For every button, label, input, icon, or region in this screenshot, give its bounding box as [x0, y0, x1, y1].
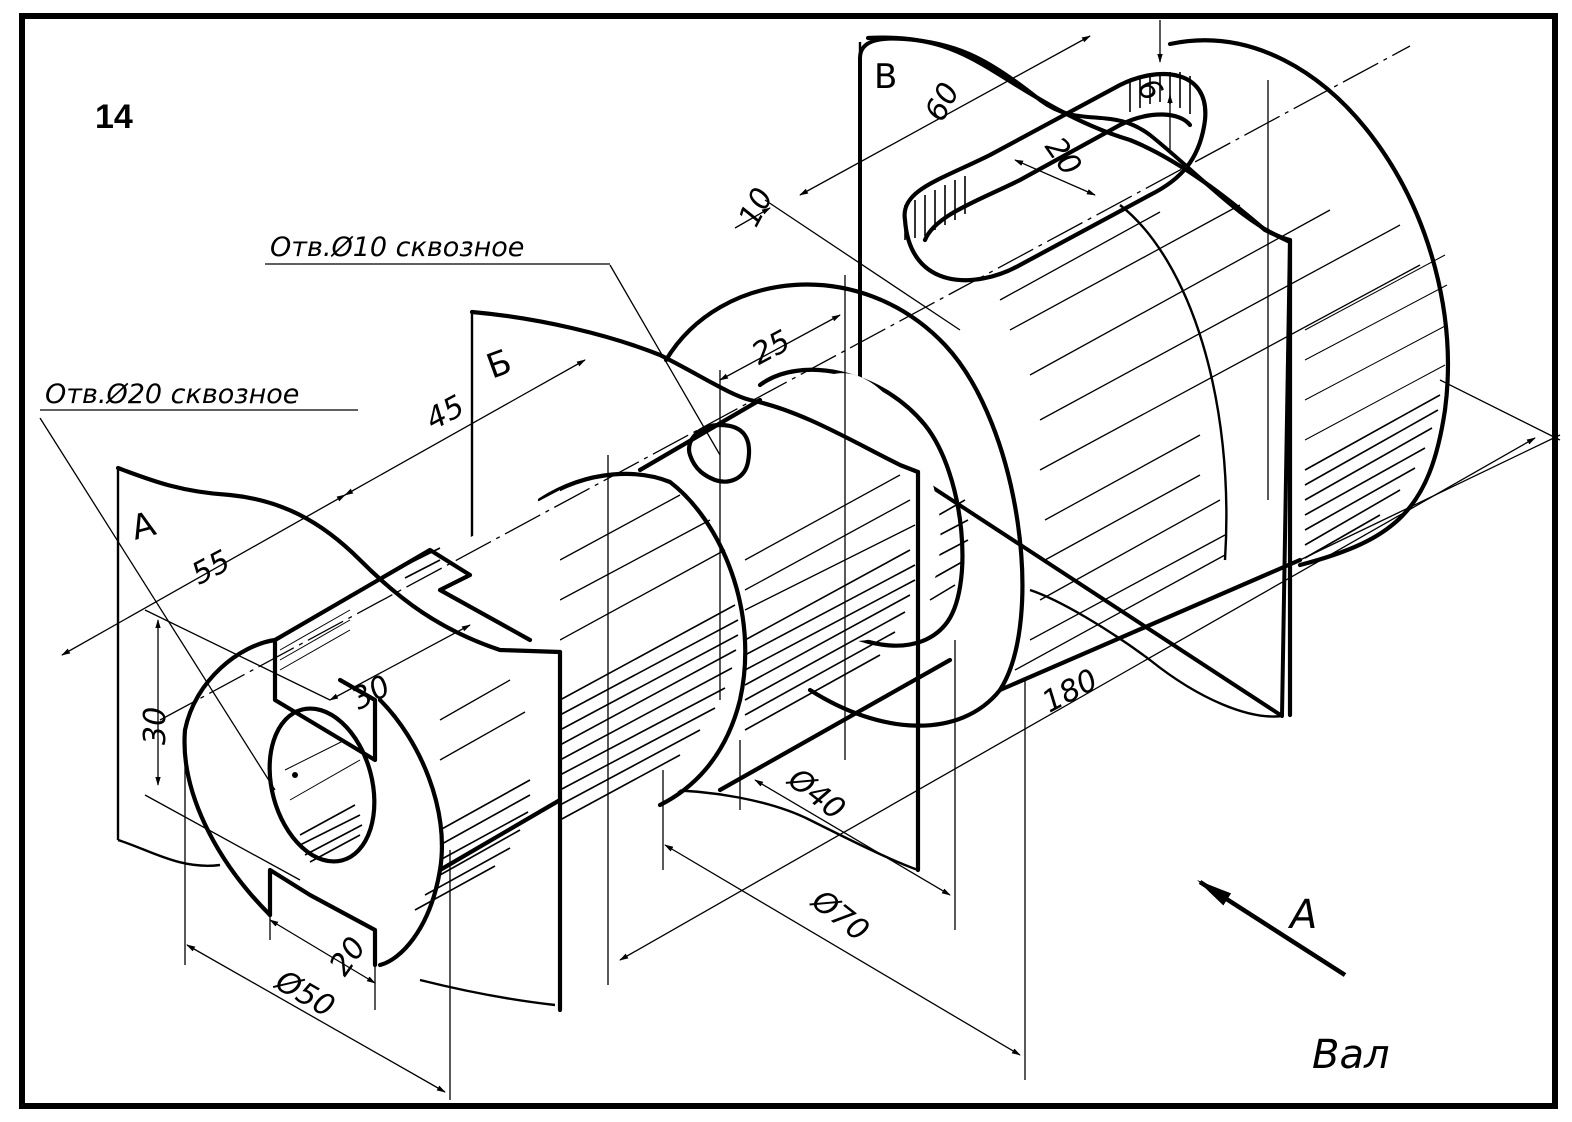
bore-shading — [284, 739, 363, 863]
part-name: Вал — [1312, 1032, 1390, 1078]
drawing-frame — [19, 13, 1558, 1109]
dim-dia-70: Ø70 — [804, 882, 876, 949]
view-arrow-icon — [1196, 880, 1347, 977]
dim-55: 55 — [186, 544, 236, 593]
drawing-number: 14 — [95, 98, 133, 136]
plane-label-a: А — [127, 504, 160, 549]
dimension-lines — [39, 20, 1561, 1100]
intermediate-cylinder — [537, 471, 748, 865]
dim-30-vertical: 30 — [138, 707, 173, 745]
view-direction-label: А — [1287, 892, 1317, 938]
slot-wall-shading — [904, 72, 1191, 240]
dim-dia-40: Ø40 — [780, 760, 852, 827]
dim-dia-50: Ø50 — [268, 963, 341, 1025]
view-direction-indicator: А — [1196, 880, 1347, 977]
plane-label-v: В — [874, 57, 897, 97]
shaft-axis — [159, 45, 1411, 721]
plane-label-b: Б — [481, 342, 517, 388]
note-hole-20: Отв.Ø20 сквозное — [45, 379, 299, 410]
dim-45: 45 — [420, 389, 470, 438]
front-cylinder-shading — [414, 679, 531, 911]
note-hole-10: Отв.Ø10 сквозное — [270, 232, 524, 263]
